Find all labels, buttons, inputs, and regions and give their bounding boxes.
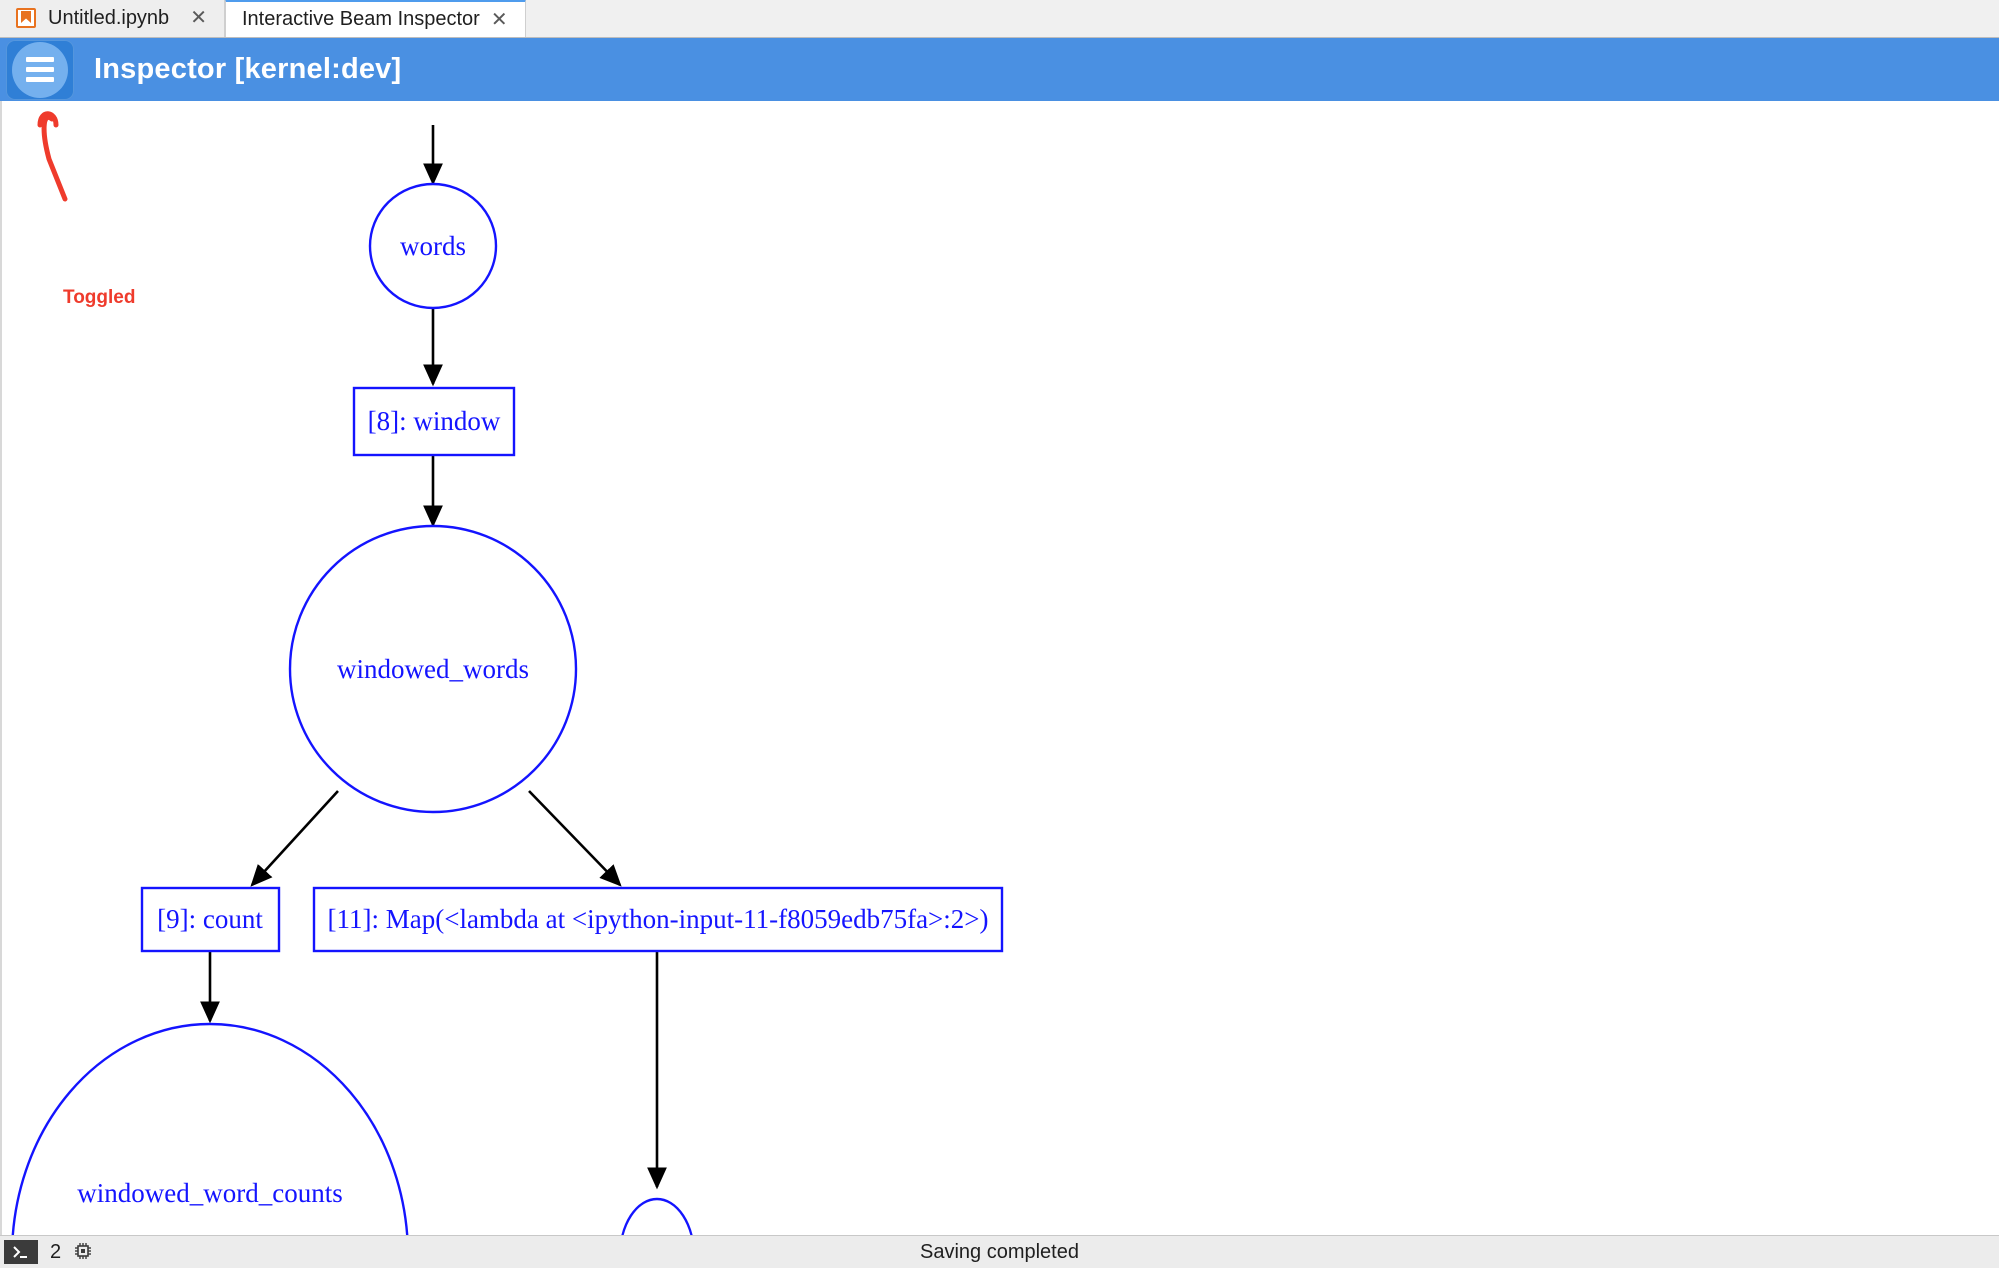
annotation-arrow (41, 114, 68, 202)
graph-node-window[interactable]: [8]: window (352, 386, 516, 457)
node-label: [8]: window (368, 406, 501, 436)
node-shape-ellipse (621, 1197, 693, 1235)
menu-bar-line (26, 67, 54, 72)
hamburger-menu-icon (12, 41, 68, 98)
graph-node-map[interactable]: [11]: Map(<lambda at <ipython-input-11-f… (312, 886, 1004, 953)
node-shape-box (352, 386, 516, 457)
menu-bar-line (26, 77, 54, 82)
kernel-chip-icon[interactable] (73, 1241, 95, 1263)
node-shape-ellipse (11, 1022, 409, 1235)
tab-close-icon[interactable]: ✕ (190, 7, 207, 29)
status-message: Saving completed (920, 1240, 1079, 1263)
node-shape-box (140, 886, 281, 953)
pipeline-graph-canvas[interactable]: Toggled (0, 101, 1999, 1235)
hamburger-menu-button[interactable] (6, 39, 74, 100)
annotation-arrow-hook (37, 111, 59, 128)
terminal-count[interactable]: 2 (50, 1240, 62, 1263)
node-shape-ellipse (368, 182, 498, 310)
edge-windowedwords-map (528, 790, 622, 887)
page-title: Inspector [kernel:dev] (94, 53, 402, 85)
node-label: windowed_word_counts (77, 1178, 342, 1208)
tab-label: Untitled.ipynb (48, 6, 170, 29)
graph-svg: words [8]: window windowed_words [9]: co… (11, 111, 1004, 1235)
node-label: [9]: count (157, 904, 263, 934)
graph-node-words[interactable]: words (368, 182, 498, 310)
graph-node-windowed-word-counts[interactable]: windowed_word_counts (11, 1022, 409, 1235)
status-bar-left: 2 (0, 1240, 95, 1264)
node-label: [11]: Map(<lambda at <ipython-input-11-f… (328, 904, 989, 934)
tab-interactive-beam-inspector[interactable]: Interactive Beam Inspector ✕ (224, 0, 526, 37)
node-shape-ellipse (288, 524, 578, 814)
node-shape-box (312, 886, 1004, 953)
status-bar: 2 Saving completed (0, 1235, 1999, 1268)
graph-node-windowed-words[interactable]: windowed_words (288, 524, 578, 814)
annotation-label: Toggled (63, 287, 136, 308)
tab-untitled-notebook[interactable]: Untitled.ipynb ✕ (0, 0, 225, 37)
tab-label: Interactive Beam Inspector (241, 8, 480, 30)
graph-node-count[interactable]: [9]: count (140, 886, 281, 953)
tab-close-icon[interactable]: ✕ (490, 8, 508, 31)
graph-node-map-output[interactable] (620, 1197, 694, 1235)
edge-windowedwords-count (250, 790, 339, 887)
node-label: windowed_words (337, 654, 529, 684)
node-label: words (400, 231, 466, 261)
menu-bar-line (26, 57, 54, 62)
tab-bar: Untitled.ipynb ✕ Interactive Beam Inspec… (0, 0, 1999, 38)
notebook-icon (16, 8, 36, 28)
inspector-header: Inspector [kernel:dev] (0, 38, 1999, 101)
terminal-icon[interactable] (4, 1240, 38, 1264)
